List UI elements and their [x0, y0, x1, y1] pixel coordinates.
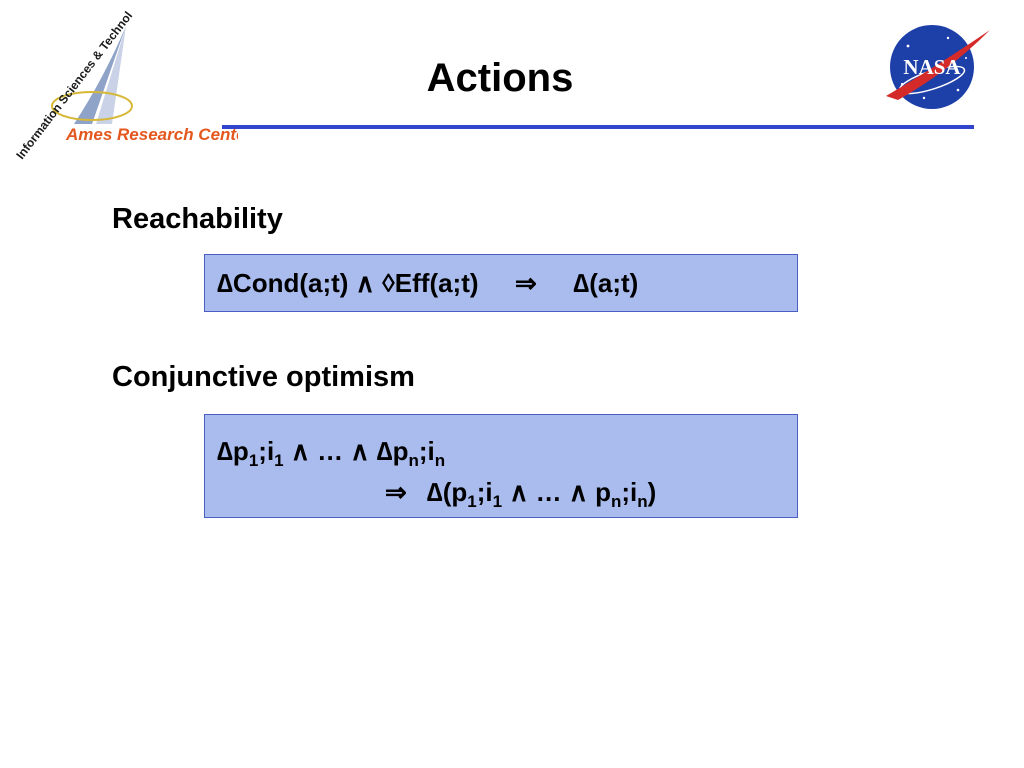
cond-term: Cond(a;t) — [232, 268, 349, 298]
nasa-logo: NASA — [886, 25, 990, 109]
subscript: n — [408, 451, 419, 470]
p-term: p — [392, 436, 409, 466]
slide-title: Actions — [426, 56, 574, 100]
conjunctive-formula-line-2: ⇒∆(p1;i1 ∧ … ∧ pn;in) — [385, 475, 656, 513]
ames-name-text: Ames Research Center — [65, 125, 238, 144]
i-term: ;i — [476, 477, 493, 507]
p-term: (p — [442, 477, 468, 507]
reachability-formula: ∆Cond(a;t) ∧ ◊Eff(a;t) ⇒ ∆(a;t) — [217, 266, 638, 300]
reachability-formula-box: ∆Cond(a;t) ∧ ◊Eff(a;t) ⇒ ∆(a;t) — [204, 254, 798, 312]
p-term: p — [595, 477, 611, 507]
subscript: n — [434, 451, 446, 470]
subscript: 1 — [467, 492, 477, 511]
conjunctive-formula-line-1: ∆p1;i1 ∧ … ∧ ∆pn;in — [217, 434, 445, 472]
p-term: p — [232, 436, 249, 466]
delta-symbol: ∆ — [426, 477, 443, 507]
nasa-vector-swoosh — [886, 30, 990, 100]
conjunctive-optimism-heading: Conjunctive optimism — [112, 361, 415, 393]
i-term: ;i — [621, 477, 638, 507]
ames-orbit-ring — [51, 91, 133, 121]
eff-term: ◊Eff(a;t) — [381, 268, 479, 298]
result-delta-symbol: ∆ — [573, 268, 590, 298]
title-rule — [222, 125, 974, 129]
ellipsis: … — [535, 477, 562, 507]
result-term: (a;t) — [589, 268, 639, 298]
conjunctive-optimism-formula-box: ∆p1;i1 ∧ … ∧ ∆pn;in ⇒∆(p1;i1 ∧ … ∧ pn;in… — [204, 414, 798, 518]
nasa-text: NASA — [903, 55, 961, 79]
subscript: 1 — [248, 451, 259, 470]
and-symbol: ∧ — [350, 436, 370, 466]
i-term: ;i — [258, 436, 275, 466]
subscript: 1 — [492, 492, 503, 511]
reachability-heading: Reachability — [112, 203, 283, 235]
delta-symbol: ∆ — [217, 436, 233, 466]
implies-symbol: ⇒ — [385, 477, 407, 507]
and-symbol: ∧ — [509, 477, 529, 507]
subscript: 1 — [274, 451, 284, 470]
implies-symbol: ⇒ — [515, 268, 537, 298]
delta-symbol: ∆ — [376, 436, 393, 466]
ellipsis: … — [317, 436, 344, 466]
ames-swoosh-highlight — [96, 26, 126, 124]
and-symbol: ∧ — [290, 436, 310, 466]
ames-research-center-logo: Information Sciences & Technology Ames R… — [8, 2, 238, 162]
and-symbol: ∧ — [568, 477, 588, 507]
i-term: ;i — [418, 436, 435, 466]
subscript: n — [637, 492, 648, 511]
delta-symbol: ∆ — [217, 268, 233, 298]
close-paren: ) — [647, 477, 657, 507]
and-symbol: ∧ — [355, 268, 375, 298]
subscript: n — [610, 492, 622, 511]
